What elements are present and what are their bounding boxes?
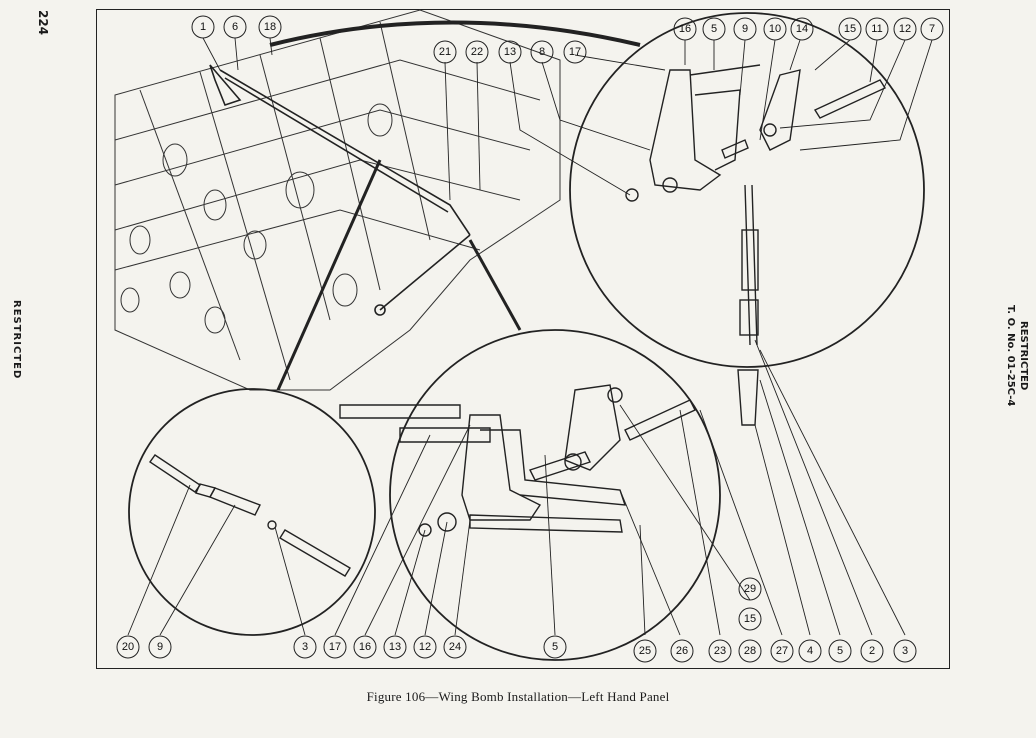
callout: 29 bbox=[738, 577, 762, 601]
callout: 17 bbox=[323, 635, 347, 659]
callout: 9 bbox=[733, 17, 757, 41]
callout: 14 bbox=[790, 17, 814, 41]
figure-frame bbox=[96, 9, 950, 669]
svg-text:4: 4 bbox=[807, 645, 813, 657]
svg-text:22: 22 bbox=[471, 46, 483, 58]
callout: 11 bbox=[865, 17, 889, 41]
callouts-top: 1 6 18 21 22 13 8 17 16 5 9 10 14 15 11 … bbox=[191, 15, 944, 64]
callout: 9 bbox=[148, 635, 172, 659]
callout: 25 bbox=[633, 639, 657, 663]
svg-text:1: 1 bbox=[200, 21, 206, 33]
svg-text:20: 20 bbox=[122, 641, 134, 653]
svg-text:12: 12 bbox=[899, 23, 911, 35]
callout: 13 bbox=[498, 40, 522, 64]
svg-text:2: 2 bbox=[869, 645, 875, 657]
wing-structure bbox=[114, 9, 561, 391]
svg-text:21: 21 bbox=[439, 46, 451, 58]
svg-text:3: 3 bbox=[302, 641, 308, 653]
callout: 15 bbox=[738, 607, 762, 631]
callout: 23 bbox=[708, 639, 732, 663]
callout: 21 bbox=[433, 40, 457, 64]
callout: 1 bbox=[191, 15, 215, 39]
svg-text:3: 3 bbox=[902, 645, 908, 657]
callout: 5 bbox=[702, 17, 726, 41]
leader-lines bbox=[127, 37, 933, 636]
callout: 22 bbox=[465, 40, 489, 64]
callout: 13 bbox=[383, 635, 407, 659]
svg-text:14: 14 bbox=[796, 23, 808, 35]
svg-text:23: 23 bbox=[714, 645, 726, 657]
callout: 4 bbox=[798, 639, 822, 663]
callouts-stacked: 29 15 bbox=[738, 577, 762, 631]
callout: 2 bbox=[860, 639, 884, 663]
control-rod-assembly bbox=[209, 64, 471, 316]
svg-text:16: 16 bbox=[679, 23, 691, 35]
detail-circle-left bbox=[128, 388, 376, 636]
detail-parts-top-right bbox=[625, 64, 887, 426]
svg-text:17: 17 bbox=[569, 46, 581, 58]
svg-text:9: 9 bbox=[742, 23, 748, 35]
callout: 3 bbox=[893, 639, 917, 663]
svg-text:17: 17 bbox=[329, 641, 341, 653]
svg-text:5: 5 bbox=[711, 23, 717, 35]
callout: 8 bbox=[530, 40, 554, 64]
callout: 6 bbox=[223, 15, 247, 39]
svg-text:5: 5 bbox=[552, 641, 558, 653]
svg-text:11: 11 bbox=[871, 23, 882, 35]
callout: 16 bbox=[673, 17, 697, 41]
svg-text:10: 10 bbox=[769, 23, 781, 35]
callout: 26 bbox=[670, 639, 694, 663]
callout: 24 bbox=[443, 635, 467, 659]
svg-text:27: 27 bbox=[776, 645, 788, 657]
callout: 10 bbox=[763, 17, 787, 41]
callout: 16 bbox=[353, 635, 377, 659]
svg-text:25: 25 bbox=[639, 645, 651, 657]
svg-text:15: 15 bbox=[744, 613, 756, 625]
callout: 27 bbox=[770, 639, 794, 663]
svg-text:7: 7 bbox=[929, 23, 935, 35]
callout: 15 bbox=[838, 17, 862, 41]
callout: 5 bbox=[828, 639, 852, 663]
svg-text:28: 28 bbox=[744, 645, 756, 657]
detail-parts-left bbox=[149, 454, 351, 577]
svg-text:15: 15 bbox=[844, 23, 856, 35]
svg-text:13: 13 bbox=[504, 46, 516, 58]
callout: 20 bbox=[116, 635, 140, 659]
detail-circle-top-right bbox=[569, 12, 925, 368]
callout: 3 bbox=[293, 635, 317, 659]
callout: 5 bbox=[543, 635, 567, 659]
svg-text:24: 24 bbox=[449, 641, 461, 653]
callouts-bottom: 20 9 3 17 16 13 12 24 5 25 26 23 28 27 4… bbox=[116, 635, 917, 663]
svg-text:6: 6 bbox=[232, 21, 238, 33]
svg-text:16: 16 bbox=[359, 641, 371, 653]
figure-caption: Figure 106—Wing Bomb Installation—Left H… bbox=[366, 689, 670, 704]
callout: 18 bbox=[258, 15, 282, 39]
callout: 7 bbox=[920, 17, 944, 41]
svg-text:18: 18 bbox=[264, 21, 276, 33]
svg-text:12: 12 bbox=[419, 641, 431, 653]
svg-text:9: 9 bbox=[157, 641, 163, 653]
svg-text:26: 26 bbox=[676, 645, 688, 657]
svg-text:13: 13 bbox=[389, 641, 401, 653]
svg-text:29: 29 bbox=[744, 583, 756, 595]
callout: 17 bbox=[563, 40, 587, 64]
detail-circle-bottom-center bbox=[389, 329, 721, 661]
callout: 28 bbox=[738, 639, 762, 663]
svg-text:5: 5 bbox=[837, 645, 843, 657]
callout: 12 bbox=[893, 17, 917, 41]
svg-text:8: 8 bbox=[539, 46, 545, 58]
callout: 12 bbox=[413, 635, 437, 659]
detail-parts-bottom bbox=[339, 384, 696, 537]
